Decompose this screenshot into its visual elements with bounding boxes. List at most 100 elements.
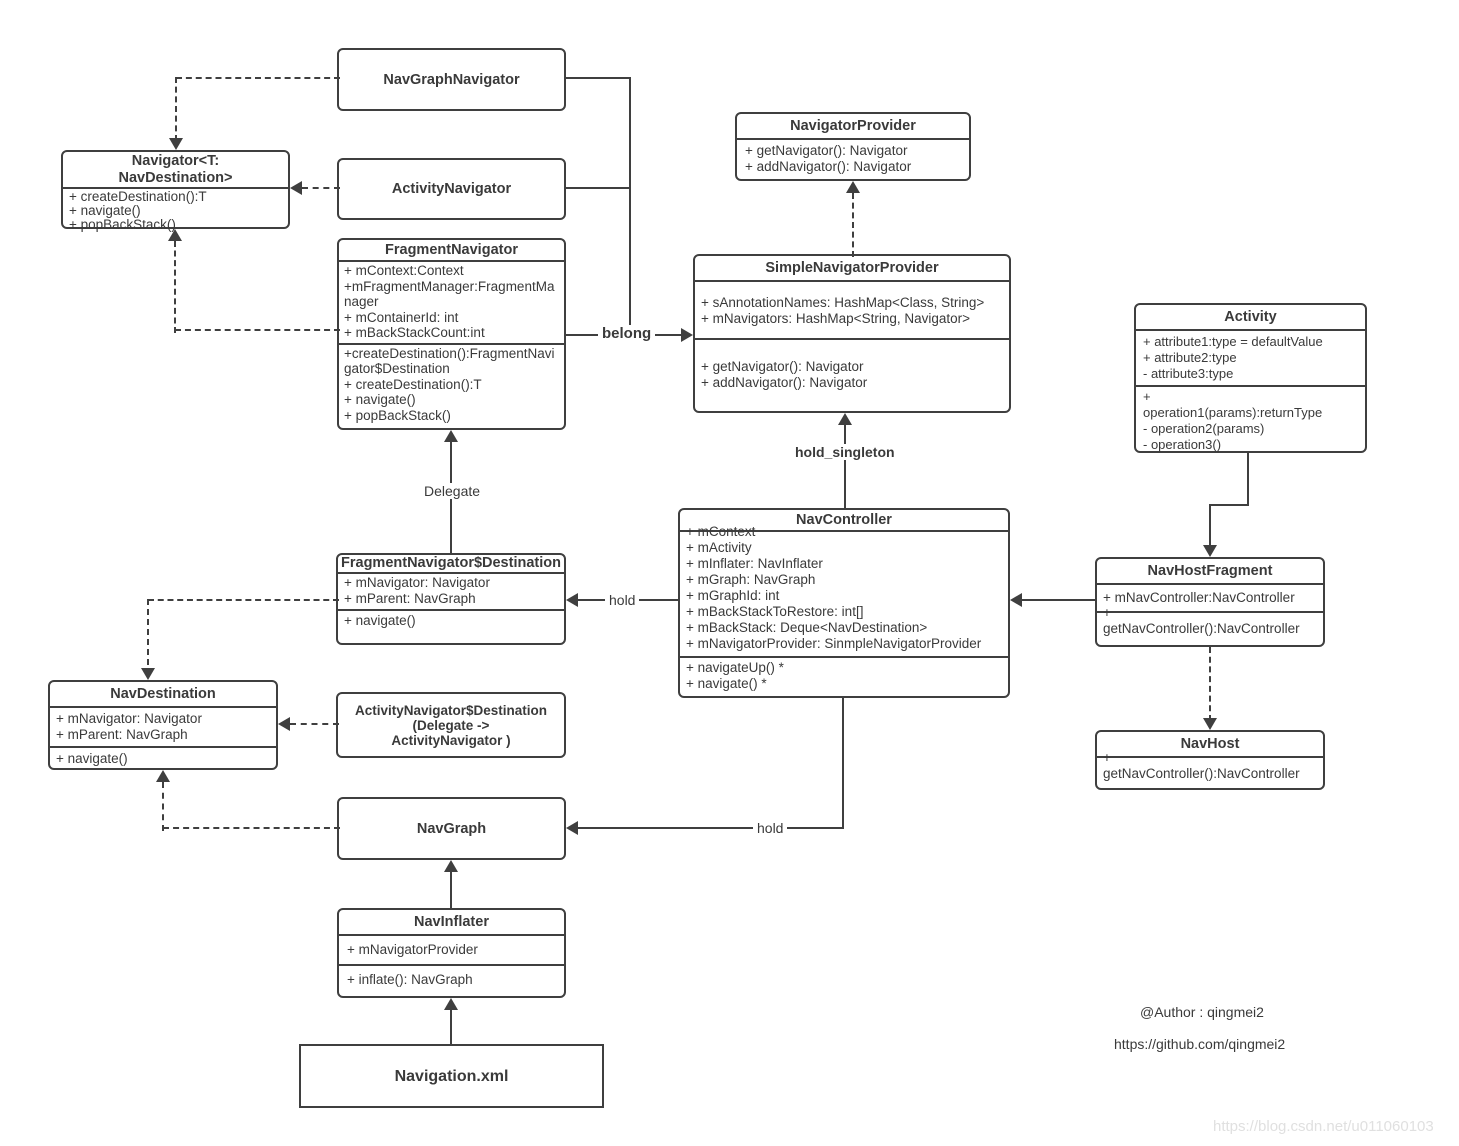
class-attributes: + mNavigatorProvider: [339, 934, 564, 964]
class-title: Navigation.xml: [394, 1068, 509, 1085]
connector-activity-navhostfragment: [1247, 453, 1249, 506]
class-nav-host-fragment: NavHostFragment + mNavController:NavCont…: [1095, 557, 1325, 647]
attribute-line: + mBackStackCount:int: [344, 325, 485, 340]
attribute-line: + sAnnotationNames: HashMap<Class, Strin…: [701, 295, 985, 310]
class-fragment-navigator-destination: FragmentNavigator$Destination + mNavigat…: [336, 553, 566, 645]
attribute-line: + mBackStack: Deque<NavDestination>: [686, 620, 928, 635]
connector-navinflater-navgraph: [450, 872, 452, 908]
class-attributes: + mNavigator: Navigator + mParent: NavGr…: [338, 571, 564, 609]
connector-fragdest-navdestination: [147, 599, 149, 675]
class-title: ActivityNavigator$Destination (Delegate …: [354, 702, 548, 748]
class-fragment-navigator: FragmentNavigator + mContext:Context +mF…: [337, 238, 566, 430]
attribute-line: + attribute2:type: [1143, 350, 1237, 365]
class-methods: + inflate(): NavGraph: [339, 964, 564, 994]
method-line: + popBackStack(): [344, 407, 451, 423]
method-line: + operation1(params):returnType: [1143, 389, 1323, 420]
attribute-line: + mGraphId: int: [686, 588, 780, 603]
class-attributes: + mContext + mActivity + mInflater: NavI…: [680, 524, 1008, 656]
class-title: NavHost: [1180, 736, 1240, 752]
method-line: + navigate(): [56, 751, 128, 766]
connector-hold-graph: [842, 697, 844, 829]
class-title: NavGraph: [416, 820, 487, 837]
attribute-line: + mNavigatorProvider: [347, 942, 478, 957]
arrowhead: [156, 770, 170, 782]
connector-navhostfragment-navcontroller: [1022, 599, 1095, 601]
class-title: FragmentNavigator$Destination: [341, 555, 561, 571]
class-methods: + getNavigator(): Navigator + addNavigat…: [737, 138, 969, 179]
arrowhead: [681, 328, 693, 342]
method-line: + createDestination():T: [344, 376, 482, 392]
class-methods: + getNavigator(): Navigator + addNavigat…: [695, 338, 1009, 403]
class-nav-controller: NavController + mContext + mActivity + m…: [678, 508, 1010, 698]
class-simple-navigator-provider: SimpleNavigatorProvider + sAnnotationNam…: [693, 254, 1011, 413]
attribute-line: + mContext:Context: [344, 263, 464, 278]
class-nav-graph-navigator: NavGraphNavigator: [337, 48, 566, 111]
method-line: - operation3(): [1143, 437, 1222, 452]
class-methods: + navigate(): [50, 746, 276, 770]
arrowhead: [444, 860, 458, 872]
class-attributes: + attribute1:type = defaultValue + attri…: [1136, 329, 1365, 385]
class-attributes: + mNavigator: Navigator + mParent: NavGr…: [50, 706, 276, 746]
class-methods: + createDestination():T + navigate() + p…: [63, 187, 288, 234]
class-title: NavGraphNavigator: [383, 71, 520, 88]
method-line: + inflate(): NavGraph: [347, 972, 473, 987]
connector-belong: [566, 187, 630, 189]
github-url-text: https://github.com/qingmei2: [1114, 1036, 1286, 1052]
class-title: NavHostFragment: [1147, 563, 1273, 579]
connector-hold-singleton: [844, 425, 846, 508]
attribute-line: + mNavigator: Navigator: [56, 711, 202, 726]
class-nav-graph: NavGraph: [337, 797, 566, 860]
connector-activity-navhostfragment: [1209, 504, 1211, 545]
attribute-line: + mInflater: NavInflater: [686, 556, 823, 571]
class-attributes: + mNavController:NavController: [1097, 583, 1323, 611]
connector-belong: [629, 77, 631, 336]
connector-fragmentnavigator-navigator: [175, 329, 340, 331]
class-title: Navigator<T: NavDestination>: [118, 153, 233, 186]
class-activity-navigator: ActivityNavigator: [337, 158, 566, 220]
edge-label-hold-singleton: hold_singleton: [791, 444, 899, 460]
connector-navgraph-navdestination: [163, 827, 340, 829]
method-line: - operation2(params): [1143, 421, 1265, 436]
method-line: + popBackStack(): [69, 217, 176, 232]
attribute-line: - attribute3:type: [1143, 366, 1234, 381]
edge-label-hold: hold: [605, 592, 640, 608]
method-line: + navigate() *: [686, 676, 767, 691]
edge-label-hold: hold: [753, 820, 788, 836]
method-line: + navigate(): [344, 612, 416, 628]
method-line: + getNavigator(): Navigator: [745, 143, 908, 158]
class-methods: +createDestination():FragmentNavigator$D…: [339, 342, 564, 426]
connector-navgraphnavigator-navigator: [176, 77, 340, 79]
method-line: + getNavigator(): Navigator: [701, 359, 864, 374]
class-title: SimpleNavigatorProvider: [765, 260, 939, 276]
class-attributes: + mContext:Context +mFragmentManager:Fra…: [339, 260, 564, 343]
arrowhead: [169, 138, 183, 150]
attribute-line: + mParent: NavGraph: [344, 590, 476, 606]
method-line: + navigate(): [69, 203, 141, 218]
connector-actdest-navdestination: [290, 723, 339, 725]
edge-label-delegate: Delegate: [420, 483, 485, 499]
author-text: @Author : qingmei2: [1140, 1004, 1264, 1020]
class-nav-inflater: NavInflater + mNavigatorProvider + infla…: [337, 908, 566, 998]
arrowhead: [444, 430, 458, 442]
attribute-line: + mNavController:NavController: [1103, 590, 1295, 605]
arrowhead: [1203, 718, 1217, 730]
attribute-line: + mGraph: NavGraph: [686, 572, 816, 587]
arrowhead: [1010, 593, 1022, 607]
connector-activity-navhostfragment: [1209, 504, 1249, 506]
method-line: + navigateUp() *: [686, 660, 784, 675]
attribute-line: +mFragmentManager:FragmentManager: [344, 278, 555, 310]
attribute-line: + attribute1:type = defaultValue: [1143, 334, 1323, 349]
method-line: + navigate(): [344, 392, 416, 407]
connector-simpleprovider-provider: [852, 193, 854, 257]
class-title: NavInflater: [414, 914, 489, 930]
method-line: + addNavigator(): Navigator: [745, 159, 912, 174]
arrowhead: [290, 181, 302, 195]
attribute-line: + mBackStackToRestore: int[]: [686, 604, 864, 619]
attribute-line: + mNavigatorProvider: SinmpleNavigatorPr…: [686, 636, 982, 651]
class-title: NavController: [680, 510, 1008, 532]
attribute-line: + mNavigator: Navigator: [344, 574, 490, 590]
class-methods: + navigateUp() * + navigate() *: [680, 656, 1008, 696]
class-attributes: + sAnnotationNames: HashMap<Class, Strin…: [695, 280, 1009, 338]
arrowhead: [1203, 545, 1217, 557]
class-title: ActivityNavigator: [391, 181, 512, 197]
